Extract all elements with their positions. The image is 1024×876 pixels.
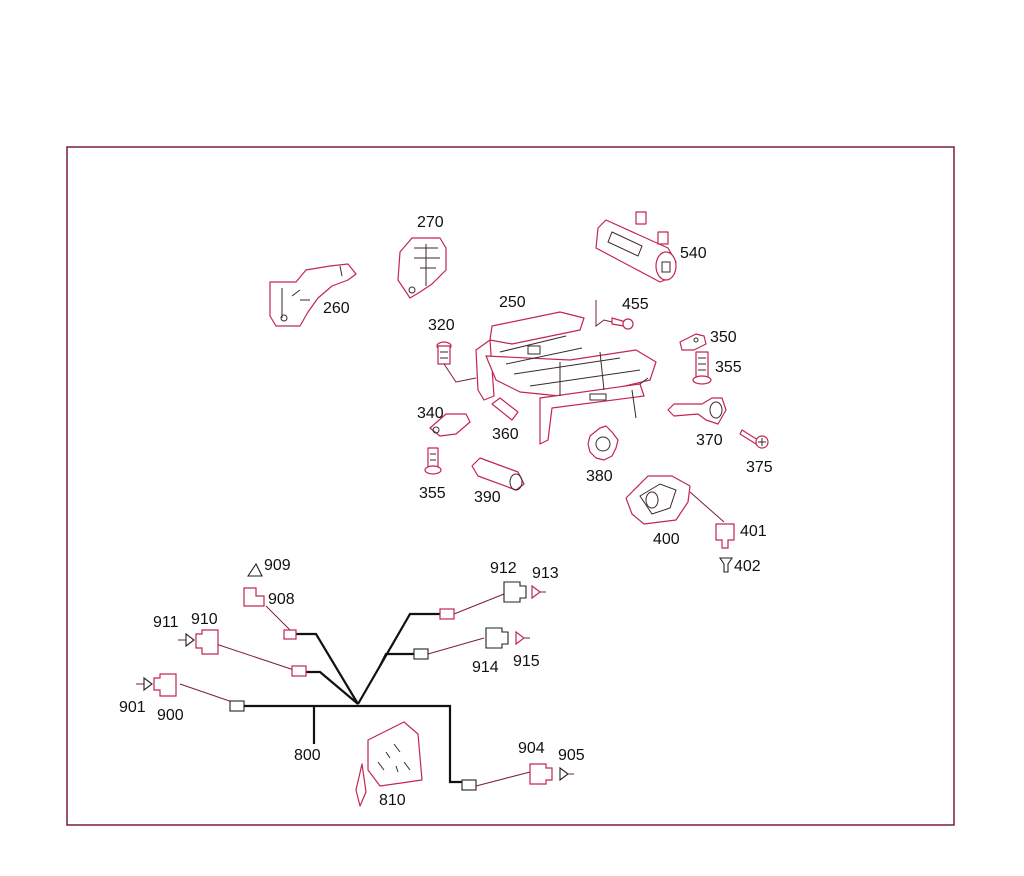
label-800: 800 — [294, 747, 321, 764]
part-270-bracket[interactable] — [397, 237, 447, 299]
label-350: 350 — [710, 329, 737, 346]
label-915: 915 — [513, 653, 540, 670]
part-905-terminal[interactable] — [559, 766, 574, 782]
part-904-connector[interactable] — [529, 763, 553, 785]
part-912-connector[interactable] — [503, 581, 527, 603]
label-380: 380 — [586, 468, 613, 485]
part-913-terminal[interactable] — [531, 584, 546, 600]
part-810-cover[interactable] — [355, 721, 423, 807]
part-355-bolt-lower[interactable] — [424, 447, 442, 475]
part-375-screw[interactable] — [739, 429, 769, 449]
part-910-connector[interactable] — [195, 629, 219, 655]
part-260-bracket[interactable] — [269, 263, 357, 327]
label-911: 911 — [153, 614, 179, 631]
part-320-bolt[interactable] — [436, 341, 477, 383]
part-455-screw[interactable] — [595, 300, 634, 330]
part-400-switch[interactable] — [625, 475, 725, 525]
label-375: 375 — [746, 459, 773, 476]
part-908-connector[interactable] — [243, 587, 265, 607]
part-915-terminal[interactable] — [515, 630, 530, 646]
part-250-seat-frame[interactable] — [475, 311, 657, 445]
label-913: 913 — [532, 565, 559, 582]
part-350-clip[interactable] — [679, 333, 707, 351]
label-250: 250 — [499, 294, 526, 311]
part-911-terminal[interactable] — [178, 632, 195, 648]
part-900-connector[interactable] — [153, 673, 177, 697]
part-800-harness[interactable] — [179, 593, 531, 791]
label-905: 905 — [558, 747, 585, 764]
part-540-motor[interactable] — [595, 211, 677, 283]
label-904: 904 — [518, 740, 545, 757]
part-380-gear[interactable] — [587, 425, 619, 461]
label-540: 540 — [680, 245, 707, 262]
label-355-lower: 355 — [419, 485, 446, 502]
label-901: 901 — [119, 699, 146, 716]
label-260: 260 — [323, 300, 350, 317]
label-910: 910 — [191, 611, 218, 628]
part-402-terminal[interactable] — [718, 557, 734, 573]
label-402: 402 — [734, 558, 761, 575]
label-340: 340 — [417, 405, 444, 422]
diagram-frame — [66, 146, 955, 826]
label-900: 900 — [157, 707, 184, 724]
part-390-handle[interactable] — [471, 457, 525, 491]
label-401: 401 — [740, 523, 767, 540]
label-908: 908 — [268, 591, 295, 608]
label-360: 360 — [492, 426, 519, 443]
label-355-upper: 355 — [715, 359, 742, 376]
part-401-connector[interactable] — [715, 523, 735, 549]
part-355-bolt-upper[interactable] — [692, 351, 712, 385]
label-455: 455 — [622, 296, 649, 313]
label-390: 390 — [474, 489, 501, 506]
part-914-connector[interactable] — [485, 627, 509, 649]
label-400: 400 — [653, 531, 680, 548]
label-909: 909 — [264, 557, 291, 574]
part-360-bracket[interactable] — [491, 397, 519, 421]
part-340-clip[interactable] — [429, 413, 471, 437]
part-909-terminal[interactable] — [246, 562, 263, 577]
label-914: 914 — [472, 659, 499, 676]
label-370: 370 — [696, 432, 723, 449]
label-270: 270 — [417, 214, 444, 231]
label-810: 810 — [379, 792, 406, 809]
part-901-terminal[interactable] — [136, 676, 153, 692]
label-912: 912 — [490, 560, 517, 577]
part-370-lever[interactable] — [667, 397, 727, 425]
label-320: 320 — [428, 317, 455, 334]
